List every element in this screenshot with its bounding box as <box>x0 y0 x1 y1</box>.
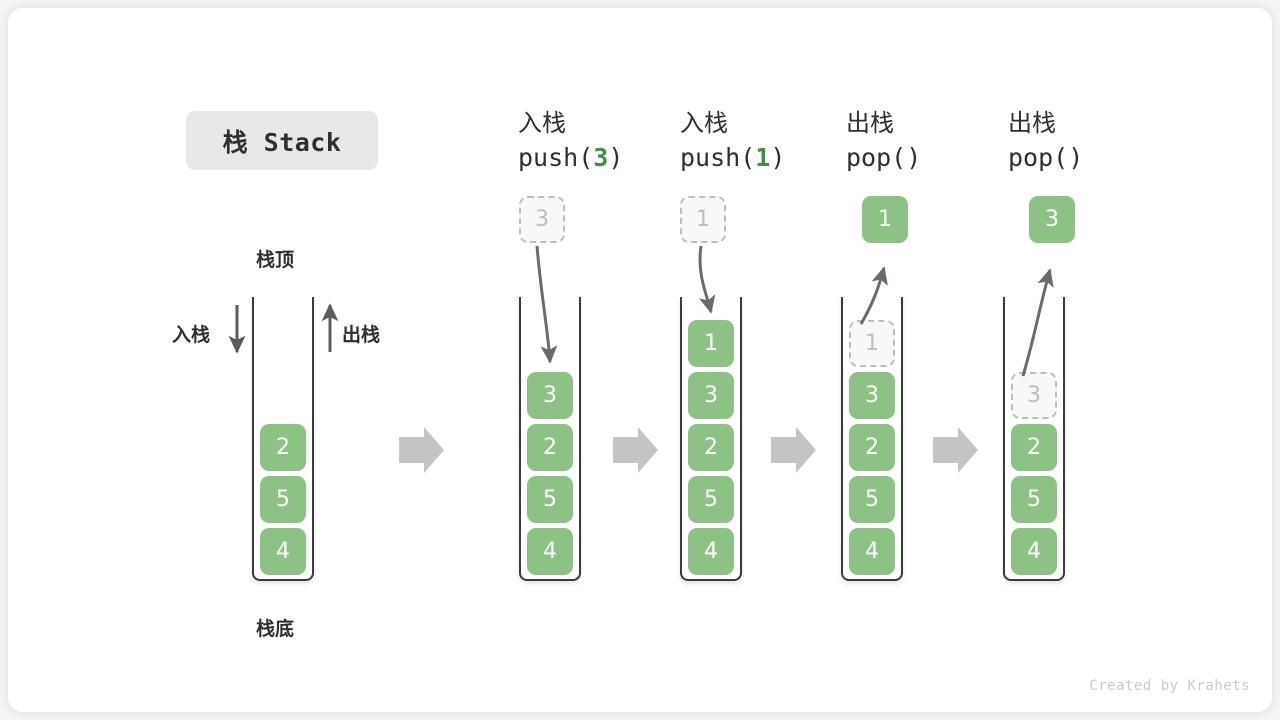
column-header-push-1: 入栈 push(1) <box>680 106 860 176</box>
column-header-operation-label: 入栈 <box>518 109 566 137</box>
call-prefix: pop( <box>1008 143 1069 172</box>
call-prefix: pop( <box>846 143 907 172</box>
stack-cell: 5 <box>849 476 895 523</box>
call-suffix: ) <box>608 143 624 172</box>
stack-cell: 5 <box>260 476 306 523</box>
call-suffix: ) <box>906 143 922 172</box>
stack-cell: 4 <box>527 528 573 575</box>
popped-value-card: 1 <box>862 196 908 243</box>
column-header-push-3: 入栈 push(3) <box>518 106 698 176</box>
stack-cell: 2 <box>260 424 306 471</box>
column-header-call: push(1) <box>680 140 860 176</box>
stack-cell: 5 <box>688 476 734 523</box>
watermark: Created by Krahets <box>1089 678 1250 694</box>
push-direction-label: 入栈 <box>172 324 211 346</box>
incoming-value-card: 3 <box>519 196 565 243</box>
stack-cell: 4 <box>688 528 734 575</box>
stack-cell: 4 <box>1011 528 1057 575</box>
column-header-call: pop() <box>1008 140 1188 176</box>
stack-cell: 5 <box>527 476 573 523</box>
call-prefix: push( <box>518 143 594 172</box>
column-header-pop-3: 出栈 pop() <box>1008 106 1188 176</box>
stack-cell: 3 <box>527 372 573 419</box>
pop-direction-label: 出栈 <box>342 324 381 346</box>
stack-cell: 4 <box>260 528 306 575</box>
stack-cell: 1 <box>688 320 734 367</box>
page-title: 栈 Stack <box>222 127 342 157</box>
figure-title-chip: 栈 Stack <box>186 111 378 170</box>
stack-cell: 4 <box>849 528 895 575</box>
column-header-operation-label: 出栈 <box>846 109 894 137</box>
column-header-call: push(3) <box>518 140 698 176</box>
removed-cell-ghost: 1 <box>849 320 895 367</box>
column-header-pop-1: 出栈 pop() <box>846 106 1026 176</box>
call-argument: 1 <box>755 143 771 172</box>
call-argument: 3 <box>593 143 609 172</box>
stack-cell: 2 <box>527 424 573 471</box>
column-header-call: pop() <box>846 140 1026 176</box>
stack-cell: 3 <box>688 372 734 419</box>
call-suffix: ) <box>770 143 786 172</box>
popped-value-card: 3 <box>1029 196 1075 243</box>
call-suffix: ) <box>1068 143 1084 172</box>
call-prefix: push( <box>680 143 756 172</box>
column-header-operation-label: 出栈 <box>1008 109 1056 137</box>
stack-cell: 2 <box>1011 424 1057 471</box>
stack-cell: 5 <box>1011 476 1057 523</box>
stack-cell: 2 <box>688 424 734 471</box>
removed-cell-ghost: 3 <box>1011 372 1057 419</box>
stack-top-label: 栈顶 <box>256 249 295 271</box>
stack-cell: 3 <box>849 372 895 419</box>
stack-cell: 2 <box>849 424 895 471</box>
incoming-value-card: 1 <box>680 196 726 243</box>
column-header-operation-label: 入栈 <box>680 109 728 137</box>
stack-bottom-label: 栈底 <box>256 618 295 640</box>
